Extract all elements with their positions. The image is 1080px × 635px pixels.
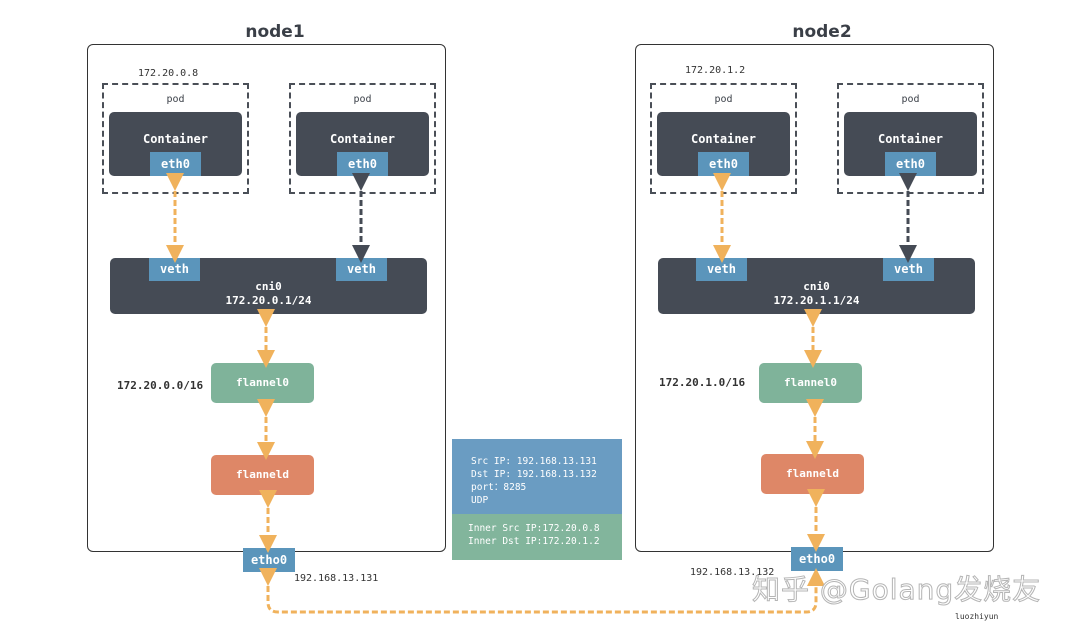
cni0-cidr: 172.20.0.1/24 [225, 294, 312, 307]
veth-interface: veth [149, 258, 200, 281]
veth-interface: veth [336, 258, 387, 281]
veth-interface: veth [883, 258, 934, 281]
packet-port: port：8285 [471, 482, 527, 493]
packet-inner-src-ip: Inner Src IP:172.20.0.8 [468, 523, 600, 534]
node2-flanneld: flanneld [761, 454, 864, 494]
node2-flannel0-cidr: 172.20.1.0/16 [659, 376, 746, 389]
eth0-interface: eth0 [150, 152, 201, 176]
container-label: Container [690, 132, 757, 146]
node1-flanneld: flanneld [211, 455, 314, 495]
veth-interface: veth [696, 258, 747, 281]
packet-outer-header: Src IP: 192.168.13.131 Dst IP: 192.168.1… [452, 439, 622, 514]
pod-label: pod [901, 94, 920, 105]
link-etho0-tunnel [259, 568, 825, 614]
watermark: 知乎 @Golang发烧友 [751, 573, 1042, 607]
cni0-cidr: 172.20.1.1/24 [773, 294, 860, 307]
author-signature: luozhiyun [955, 612, 999, 621]
pod-label: pod [353, 94, 372, 105]
container-label: Container [329, 132, 396, 146]
eth0-interface: eth0 [337, 152, 388, 176]
packet-inner-header: Inner Src IP:172.20.0.8 Inner Dst IP:172… [452, 514, 622, 560]
container-label: Container [877, 132, 944, 146]
packet-src-ip: Src IP: 192.168.13.131 [471, 456, 597, 467]
node1-title: node1 [245, 22, 305, 42]
eth0-interface: eth0 [698, 152, 749, 176]
packet-dst-ip: Dst IP: 192.168.13.132 [471, 469, 597, 480]
node2-title: node2 [792, 22, 852, 42]
node2-pod-ip: 172.20.1.2 [685, 65, 746, 76]
container-label: Container [142, 132, 209, 146]
cni0-name: cni0 [803, 280, 830, 293]
node1-flannel0: flannel0 [211, 363, 314, 403]
node1-flannel0-cidr: 172.20.0.0/16 [117, 379, 204, 392]
packet-protocol: UDP [471, 495, 489, 506]
pod-label: pod [166, 94, 185, 105]
node2-flannel0: flannel0 [759, 363, 862, 403]
cni0-name: cni0 [255, 280, 282, 293]
node1-pod-ip: 172.20.0.8 [138, 68, 199, 79]
packet-inner-dst-ip: Inner Dst IP:172.20.1.2 [468, 536, 600, 547]
eth0-interface: eth0 [885, 152, 936, 176]
pod-label: pod [714, 94, 733, 105]
node1-pod-1: pod Container eth0 [102, 83, 249, 194]
